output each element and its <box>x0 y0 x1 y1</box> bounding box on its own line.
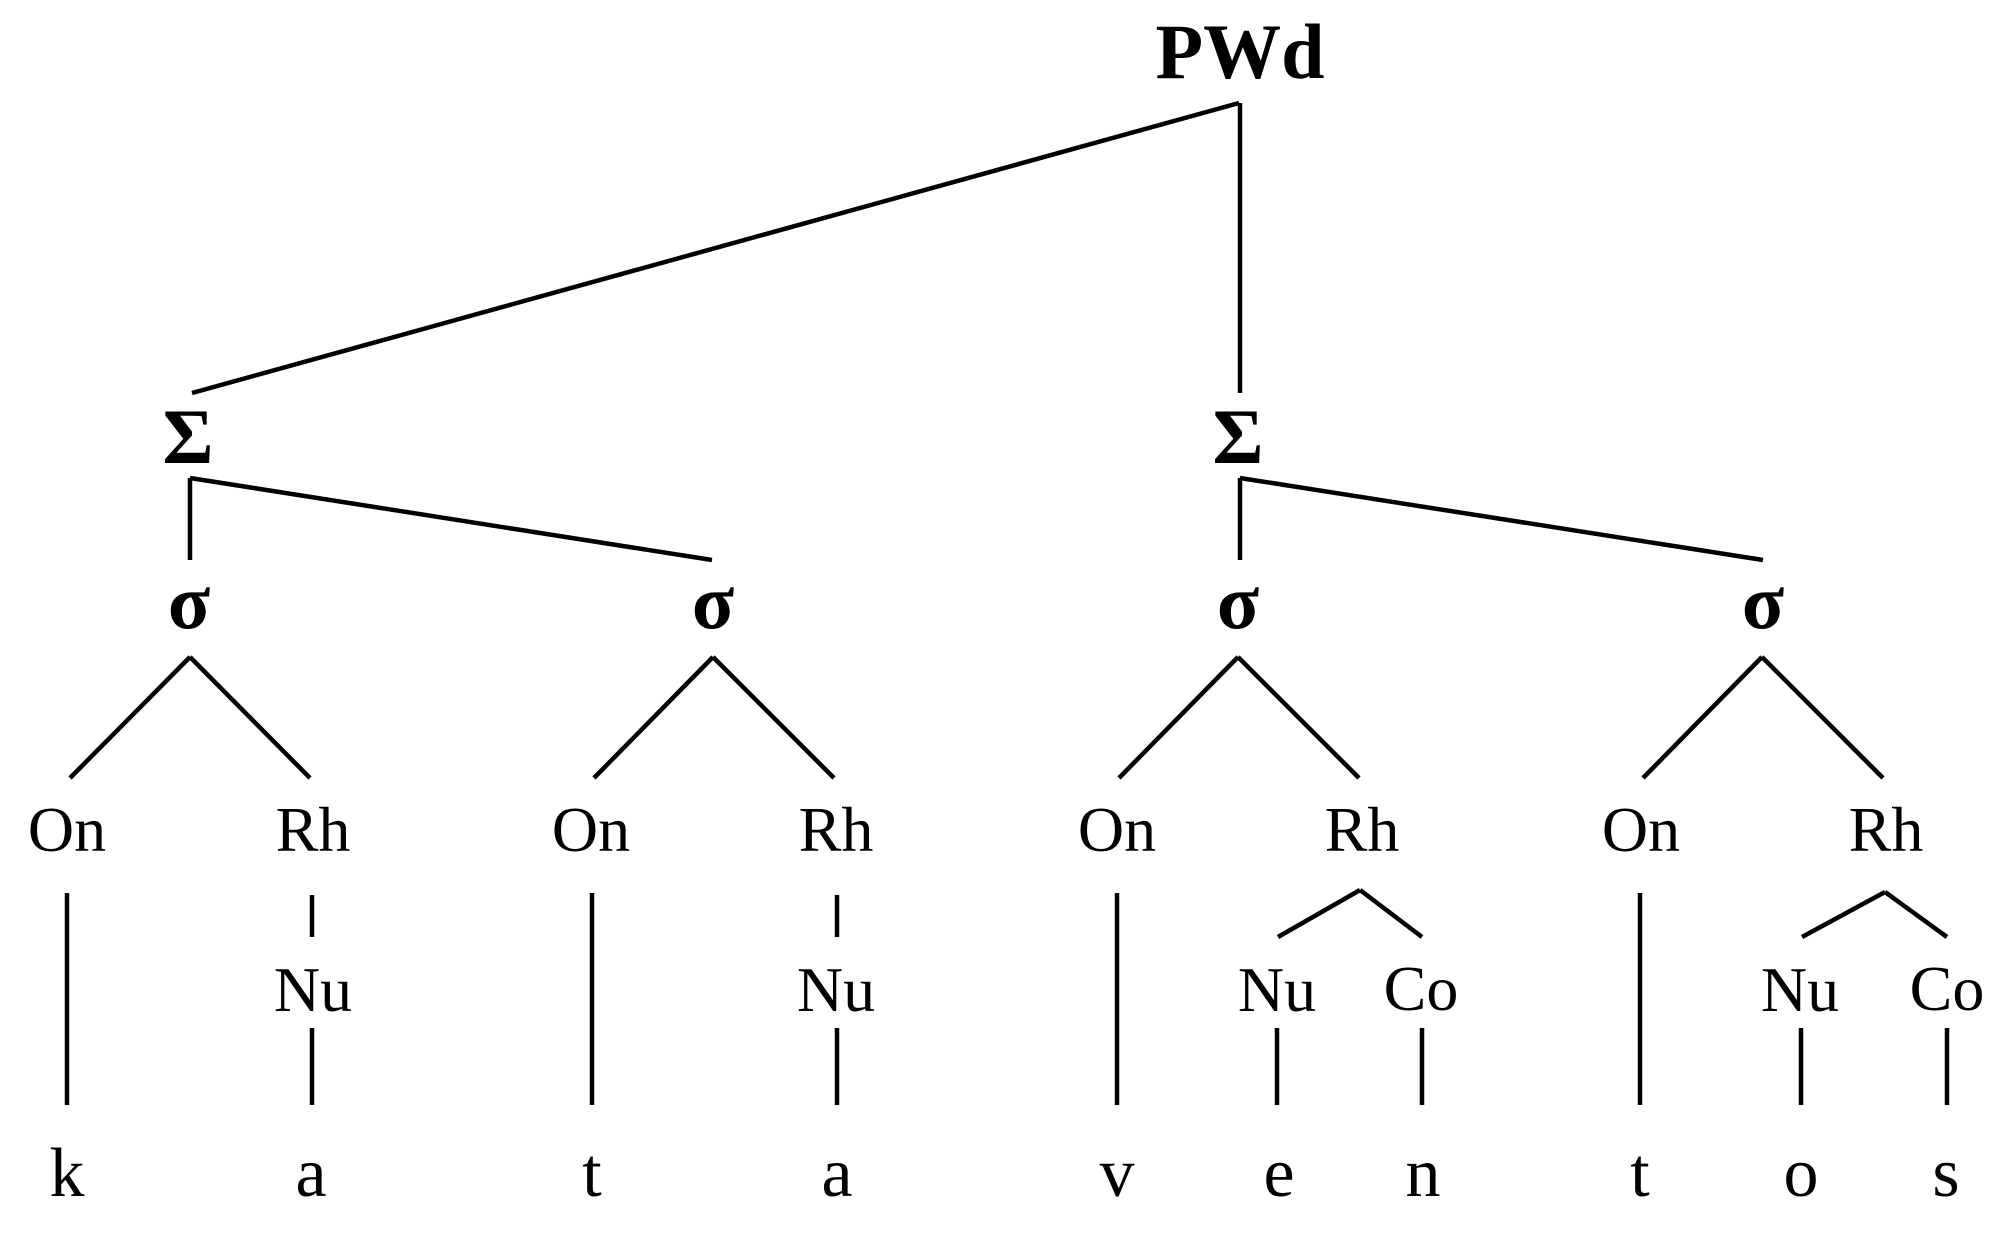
edge-syl4-on4 <box>1641 655 1764 780</box>
node-on3: On <box>1077 794 1157 865</box>
node-rh2: Rh <box>798 794 874 865</box>
edge-syl3-rh3 <box>1236 655 1361 780</box>
node-on2: On <box>551 794 631 865</box>
node-rh4: Rh <box>1848 794 1924 865</box>
node-on1: On <box>27 794 107 865</box>
node-seg-t1: t <box>582 1135 602 1212</box>
node-syl3: σ <box>1216 558 1260 645</box>
node-seg-t2: t <box>1630 1135 1650 1212</box>
node-rh3: Rh <box>1324 794 1400 865</box>
edge-rh3-nu3 <box>1276 888 1362 939</box>
edge-syl1-on1 <box>68 655 192 780</box>
edge-rh4-co4 <box>1883 890 1949 939</box>
node-syl4: σ <box>1741 558 1785 645</box>
node-seg-a2: a <box>821 1135 853 1212</box>
node-seg-s: s <box>1932 1135 1960 1212</box>
node-seg-o: o <box>1783 1135 1819 1212</box>
edge-syl3-on3 <box>1117 655 1240 780</box>
node-seg-k: k <box>49 1135 85 1212</box>
edge-syl2-on2 <box>592 655 715 780</box>
edge-pwd-ft1 <box>191 100 1240 396</box>
node-co3: Co <box>1383 953 1459 1024</box>
node-rh1: Rh <box>275 794 351 865</box>
node-seg-n: n <box>1405 1135 1441 1212</box>
edge-ft1-syl2 <box>189 475 713 563</box>
edge-rh4-nu4 <box>1800 890 1887 939</box>
node-nu1: Nu <box>273 954 353 1025</box>
edge-ft2-syl4 <box>1239 475 1764 563</box>
node-nu3: Nu <box>1237 954 1317 1025</box>
edge-syl4-rh4 <box>1760 655 1885 780</box>
node-ft2: Σ <box>1212 393 1264 480</box>
node-nu4: Nu <box>1760 954 1840 1025</box>
node-pwd: PWd <box>1155 8 1325 95</box>
edge-syl2-rh2 <box>711 655 836 780</box>
edge-rh3-co3 <box>1358 888 1424 939</box>
node-nu2: Nu <box>796 954 876 1025</box>
node-seg-e: e <box>1263 1135 1295 1212</box>
node-seg-v: v <box>1099 1135 1135 1212</box>
node-seg-a1: a <box>295 1135 327 1212</box>
edge-syl1-rh1 <box>188 655 312 780</box>
node-co4: Co <box>1909 953 1985 1024</box>
node-ft1: Σ <box>162 393 214 480</box>
node-syl1: σ <box>167 558 211 645</box>
node-on4: On <box>1601 794 1681 865</box>
node-syl2: σ <box>691 558 735 645</box>
